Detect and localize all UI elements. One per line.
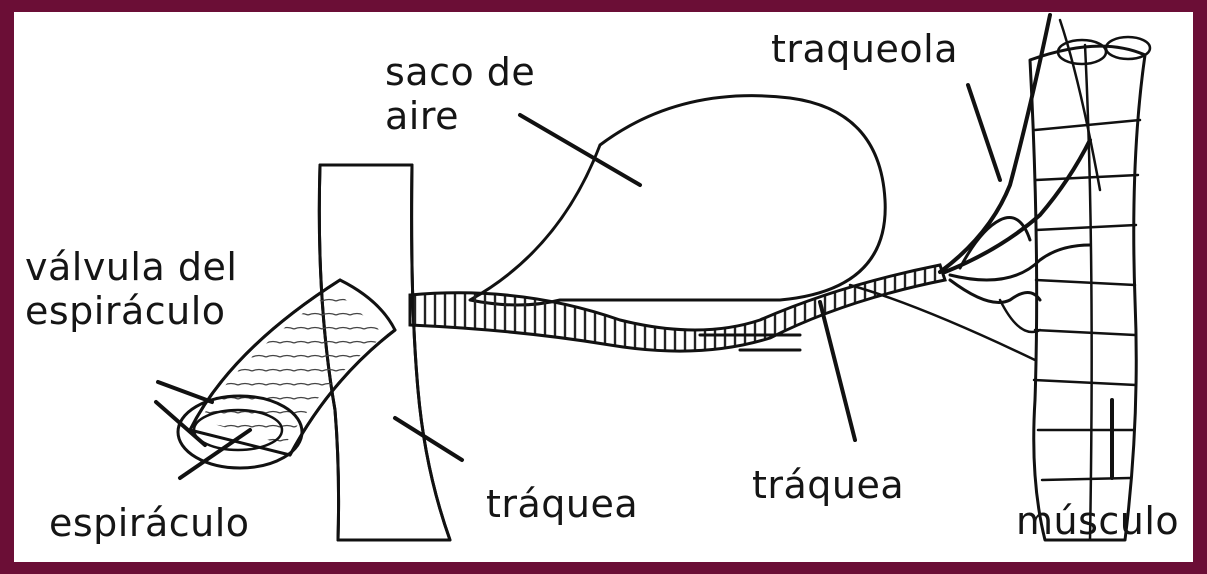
label-musculo: músculo — [1016, 499, 1179, 543]
label-traquea-right: tráquea — [752, 463, 904, 507]
diagram-frame: saco de aire traqueola válvula del espir… — [14, 12, 1193, 562]
label-saco-de-aire-line1: saco de — [385, 50, 535, 94]
label-traqueola: traqueola — [771, 27, 958, 71]
label-saco-de-aire-line2: aire — [385, 94, 535, 138]
label-valvula-del-espiraculo: válvula del espiráculo — [25, 245, 237, 333]
label-espiraculo: espiráculo — [49, 501, 250, 545]
horizontal-trachea — [410, 265, 945, 351]
muscle-fibers — [1030, 37, 1150, 540]
label-traquea-left: tráquea — [486, 482, 638, 526]
label-valvula-line2: espiráculo — [25, 289, 237, 333]
label-saco-de-aire: saco de aire — [385, 50, 535, 138]
label-valvula-line1: válvula del — [25, 245, 237, 289]
